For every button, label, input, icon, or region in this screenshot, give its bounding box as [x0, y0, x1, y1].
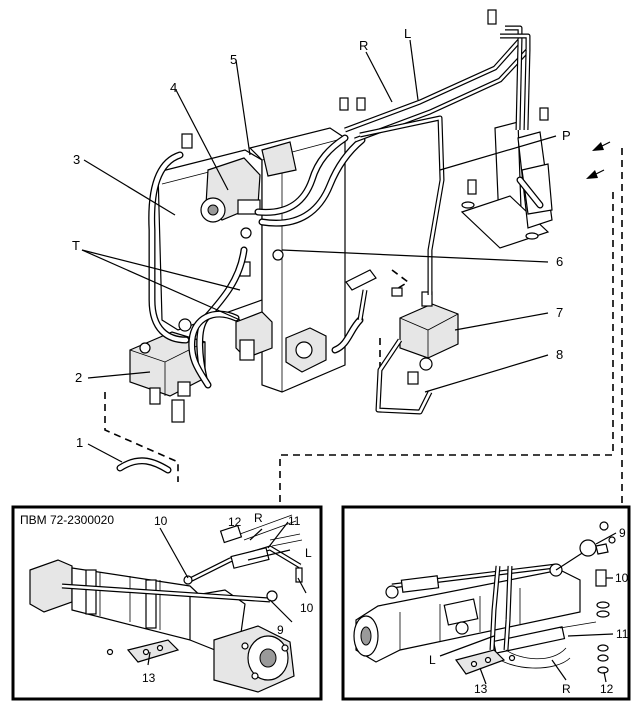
dashed-leaders — [104, 148, 623, 505]
inset-left: ПВМ 72-2300020 — [11, 505, 323, 701]
inset-left-callout-10: 10 — [154, 514, 168, 528]
steel-tubes — [344, 25, 531, 415]
callout-7: 7 — [556, 305, 563, 320]
callout-P: P — [562, 128, 571, 143]
inset-right: 9 10 11 L 13 R 12 — [341, 505, 631, 701]
filter-housing — [399, 291, 459, 359]
callout-8: 8 — [556, 347, 563, 362]
inset-right-callout-13: 13 — [474, 682, 488, 696]
inset-left-callout-11: 11 — [288, 514, 301, 528]
inset-right-callout-12: 12 — [600, 682, 614, 696]
callout-T: T — [72, 238, 80, 253]
callout-1: 1 — [76, 435, 83, 450]
inset-right-callout-L: L — [429, 653, 436, 667]
callout-2: 2 — [75, 370, 82, 385]
callout-R: R — [359, 38, 368, 53]
inset-right-callout-11: 11 — [616, 627, 629, 641]
direction-arrows — [586, 141, 611, 179]
callout-6: 6 — [556, 254, 563, 269]
inset-left-title: ПВМ 72-2300020 — [20, 513, 114, 527]
fittings — [181, 9, 549, 385]
callout-L: L — [404, 26, 411, 41]
inset-right-callout-10: 10 — [615, 571, 629, 585]
inset-left-callout-12: 12 — [228, 515, 242, 529]
inset-left-callout-9: 9 — [277, 623, 284, 637]
inset-left-callout-L: L — [305, 546, 312, 560]
inset-right-callout-R: R — [562, 682, 571, 696]
inset-left-callout-10b: 10 — [300, 601, 314, 615]
callout-labels: 1 2 3 4 5 6 7 8 T R L P — [72, 26, 571, 450]
leader-lines — [81, 39, 557, 463]
inset-right-callout-9: 9 — [619, 526, 626, 540]
callout-3: 3 — [73, 152, 80, 167]
hoses — [116, 134, 544, 474]
callout-4: 4 — [170, 80, 177, 95]
inset-left-callout-13: 13 — [142, 671, 156, 685]
inset-left-callout-R: R — [254, 511, 263, 525]
callout-5: 5 — [230, 52, 237, 67]
